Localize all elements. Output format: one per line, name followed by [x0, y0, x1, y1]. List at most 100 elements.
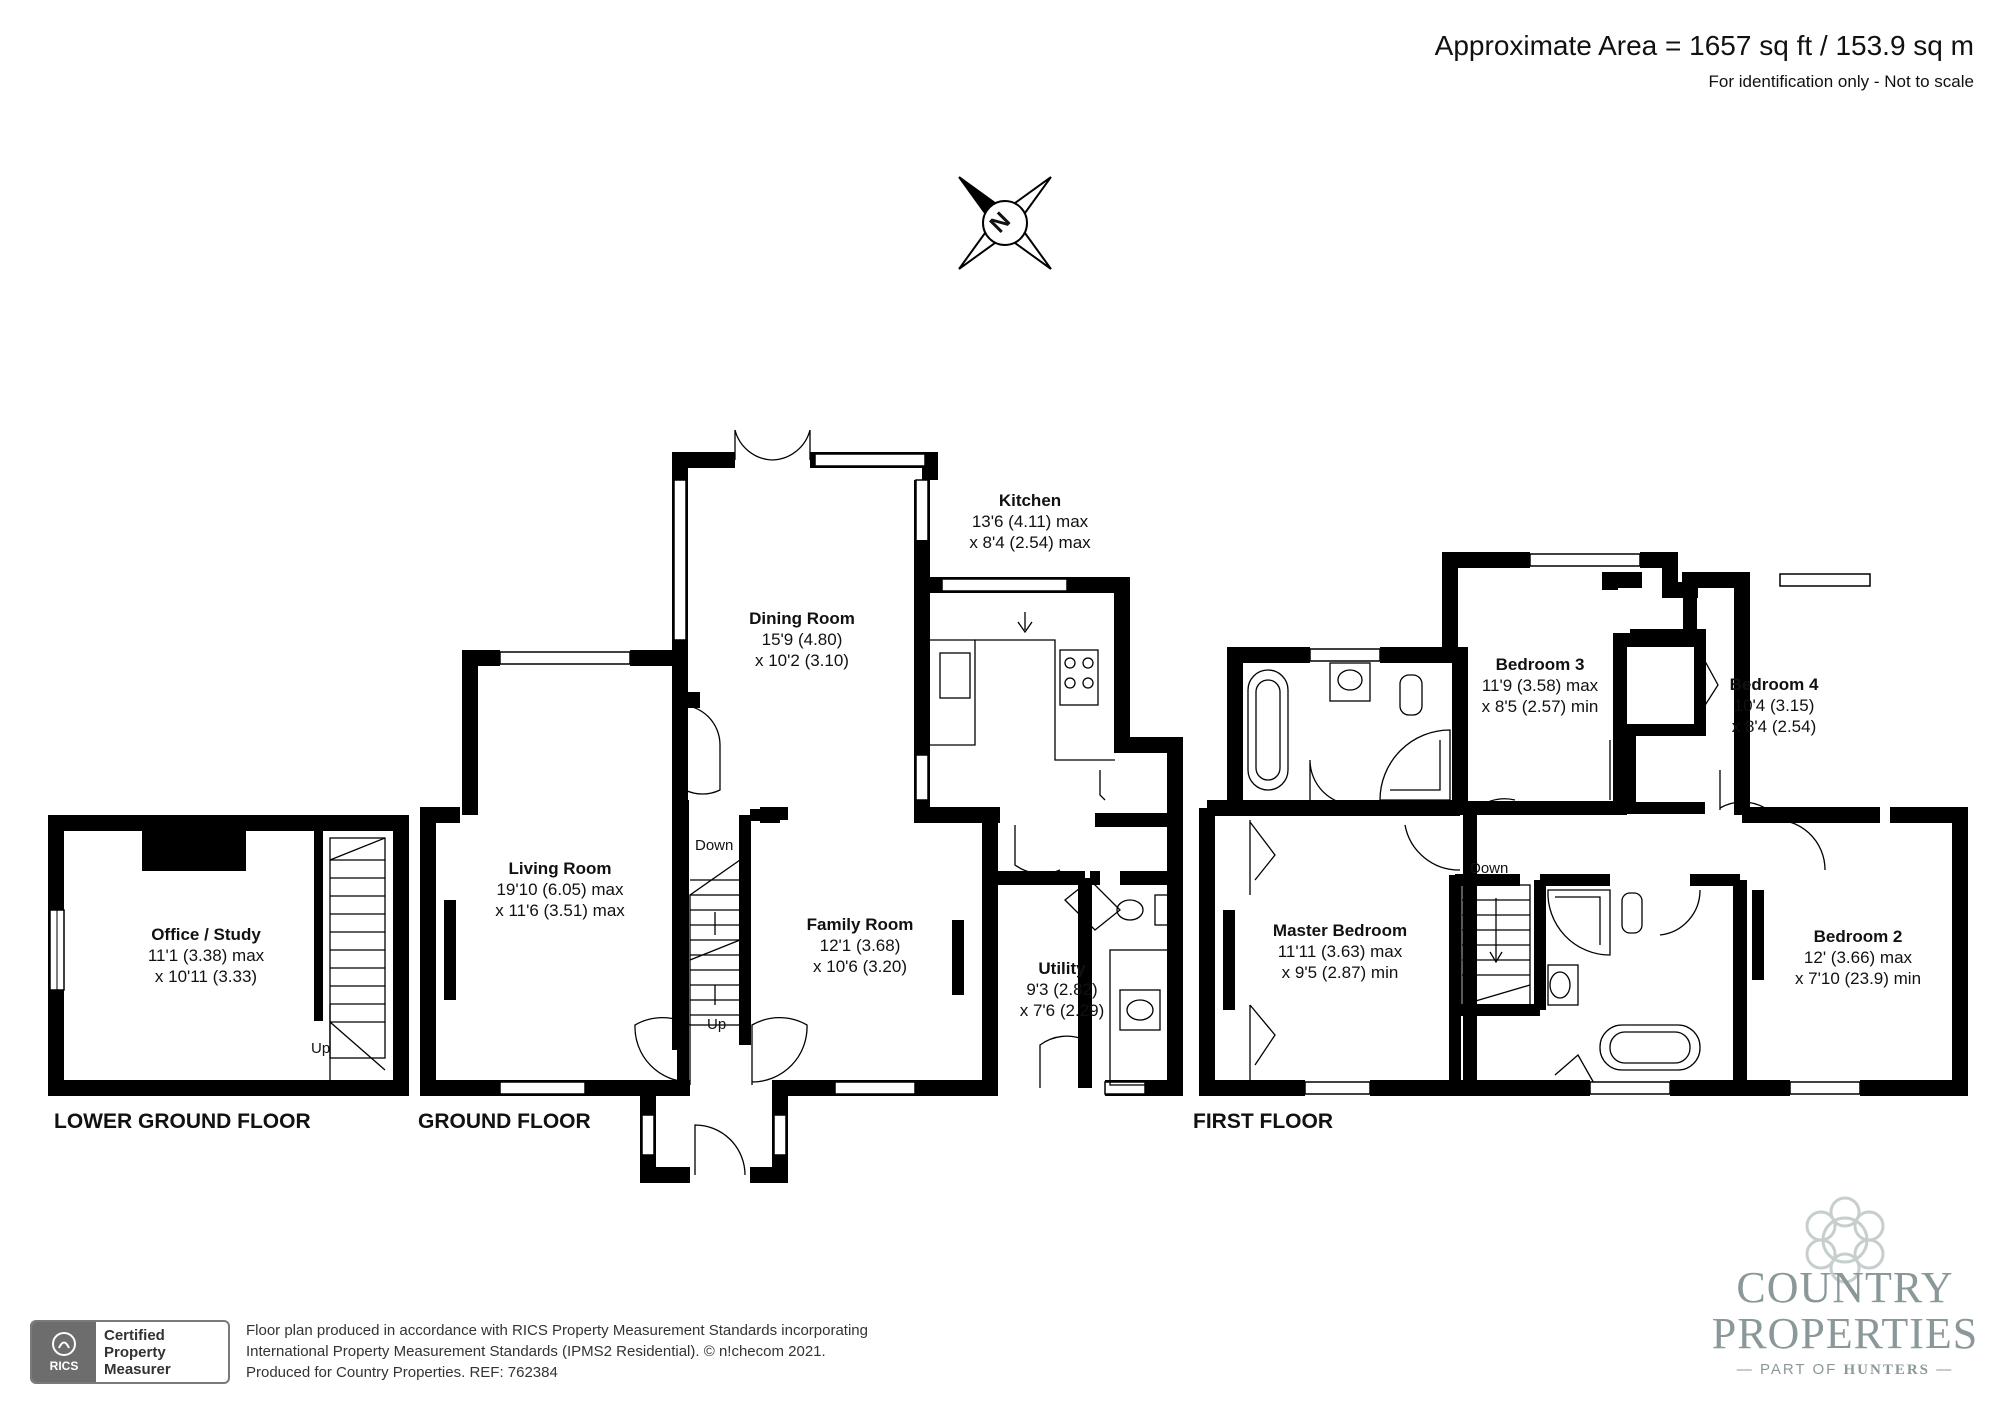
room-dimension: x 8'4 (2.54) max [969, 533, 1091, 552]
room-dimension: 11'1 (3.38) max [147, 946, 265, 965]
room-dimension: 11'9 (3.58) max [1481, 676, 1599, 695]
family-room-window [834, 1081, 916, 1095]
rics-certified-badge: RICS Certified Property Measurer [30, 1320, 230, 1384]
compass-icon [958, 176, 1052, 270]
bedroom4-door [1719, 770, 1766, 810]
brand-line-properties: PROPERTIES [1711, 1309, 1979, 1358]
floor-label-lower-ground: LOWER GROUND FLOOR [54, 1110, 311, 1133]
brand-hunters: HUNTERS [1843, 1362, 1931, 1378]
badge-line: Property [104, 1344, 166, 1361]
room-dimension: 9'3 (2.82) [1026, 980, 1098, 999]
floor-label-ground: GROUND FLOOR [418, 1110, 591, 1133]
first-floor-plan [1199, 552, 1968, 1096]
rics-logo: RICS [32, 1322, 96, 1382]
office-stairs [329, 837, 386, 1080]
room-dimension: x 7'10 (23.9) min [1794, 969, 1922, 988]
dining-french-doors [734, 429, 811, 461]
stair-label-office-up: Up [311, 1040, 331, 1057]
room-name: Living Room [508, 859, 612, 878]
office-stair-wall [314, 831, 323, 1021]
living-room-top-window [499, 651, 631, 665]
floor-label-first: FIRST FLOOR [1193, 1110, 1333, 1133]
master-bedroom-window [1304, 1081, 1371, 1095]
room-dimension: 11'11 (3.63) max [1277, 942, 1403, 961]
master-bedroom-wardrobes [1249, 820, 1276, 1080]
ensuite-fixtures [1247, 662, 1451, 801]
room-bedroom-4: Bedroom 4 10'4 (3.15) x 8'4 (2.54) [1730, 674, 1819, 737]
stair-label-ground-up: Up [707, 1016, 727, 1033]
footer-disclaimer: Floor plan produced in accordance with R… [246, 1320, 868, 1383]
room-family-room: Family Room 12'1 (3.68) x 10'6 (3.20) [807, 914, 914, 977]
rics-logo-text: RICS [49, 1359, 79, 1373]
room-dimension: x 10'6 (3.20) [813, 957, 907, 976]
room-dimension: x 8'5 (2.57) min [1481, 697, 1599, 716]
brand-part-of: PART OF [1759, 1361, 1838, 1378]
ground-floor-plan [420, 429, 1183, 1183]
room-dimension: x 10'11 (3.33) [154, 967, 258, 986]
badge-text: Certified Property Measurer [96, 1322, 228, 1382]
room-dimension: 12' (3.66) max [1803, 948, 1913, 967]
room-dimension: x 11'6 (3.51) max [495, 901, 625, 920]
stair-label-first-down: Down [1470, 860, 1509, 877]
bedroom4-window [1779, 573, 1871, 587]
brand-line-part-of: — PART OF HUNTERS — [1736, 1361, 1954, 1378]
hall-door-left [634, 1016, 691, 1085]
room-dimension: 15'9 (4.80) [761, 630, 843, 649]
first-floor-stairs [1461, 884, 1531, 1006]
brand-logo-icon [1805, 1196, 1885, 1284]
bathroom-rear-window [1309, 648, 1381, 662]
room-name: Master Bedroom [1272, 921, 1408, 940]
landing-walls [1449, 802, 1705, 1088]
room-name: Utility [1038, 959, 1086, 978]
room-dimension: x 10'2 (3.10) [755, 651, 849, 670]
family-bathroom-fixtures [1547, 889, 1701, 1086]
living-room-bottom-window [499, 1081, 586, 1095]
bedroom4-wardrobe [1699, 650, 1719, 720]
room-dimension: 10'4 (3.15) [1733, 696, 1815, 715]
family-bathroom-walls [1534, 874, 1746, 1010]
room-dimension: 12'1 (3.68) [819, 936, 901, 955]
bedroom4-walls [1624, 629, 1706, 810]
footer-line: Produced for Country Properties. REF: 76… [246, 1364, 558, 1381]
kitchen-units [930, 612, 1115, 761]
scale-disclaimer: For identification only - Not to scale [1708, 72, 1974, 91]
master-bedroom-door [1309, 759, 1356, 806]
rics-lion-icon [52, 1332, 76, 1356]
approximate-area: Approximate Area = 1657 sq ft / 153.9 sq… [1434, 30, 1974, 61]
room-bedroom-2: Bedroom 2 12' (3.66) max x 7'10 (23.9) m… [1795, 926, 1921, 989]
office-walls [48, 815, 409, 1096]
room-name: Office / Study [151, 925, 261, 944]
utility-fixtures [1064, 879, 1171, 1086]
room-kitchen: Kitchen 13'6 (4.11) max x 8'4 (2.54) max [969, 490, 1090, 553]
room-dimension: 13'6 (4.11) max [971, 512, 1089, 531]
bedroom3-window [1529, 553, 1641, 567]
front-door [694, 1124, 746, 1176]
family-room-fireplace [952, 920, 964, 995]
room-name: Family Room [806, 915, 914, 934]
room-living-room: Living Room 19'10 (6.05) max x 11'6 (3.5… [495, 858, 625, 921]
utility-window [1104, 1081, 1146, 1095]
country-properties-brand: COUNTRY PROPERTIES — PART OF HUNTERS — [1700, 1265, 1990, 1379]
kitchen-walls [922, 577, 1183, 1096]
first-floor-rear-walls [1207, 552, 1700, 816]
bedroom2-window [1789, 1081, 1861, 1095]
room-master-bedroom: Master Bedroom 11'11 (3.63) max x 9'5 (2… [1273, 920, 1407, 983]
footer-line: International Property Measurement Stand… [246, 1343, 826, 1360]
room-name: Kitchen [998, 491, 1062, 510]
bedroom2-door [1769, 819, 1826, 871]
room-name: Bedroom 3 [1495, 655, 1585, 674]
room-name: Dining Room [749, 609, 855, 628]
dining-room-window-left [673, 479, 687, 641]
first-floor-outer-walls [1199, 572, 1968, 1096]
lower-ground-floor-plan [48, 815, 409, 1096]
ground-stairs [689, 859, 741, 1026]
room-bedroom-3: Bedroom 3 11'9 (3.58) max x 8'5 (2.57) m… [1482, 654, 1599, 717]
master-bedroom-fireplace [1223, 910, 1235, 1010]
living-dining-door [679, 704, 721, 795]
footer-line: Floor plan produced in accordance with R… [246, 1322, 868, 1339]
room-dimension: 19'10 (6.05) max [496, 880, 624, 899]
hall-door-right [751, 1016, 808, 1085]
family-bathroom-window [1589, 1081, 1671, 1095]
kitchen-window [941, 578, 1068, 592]
